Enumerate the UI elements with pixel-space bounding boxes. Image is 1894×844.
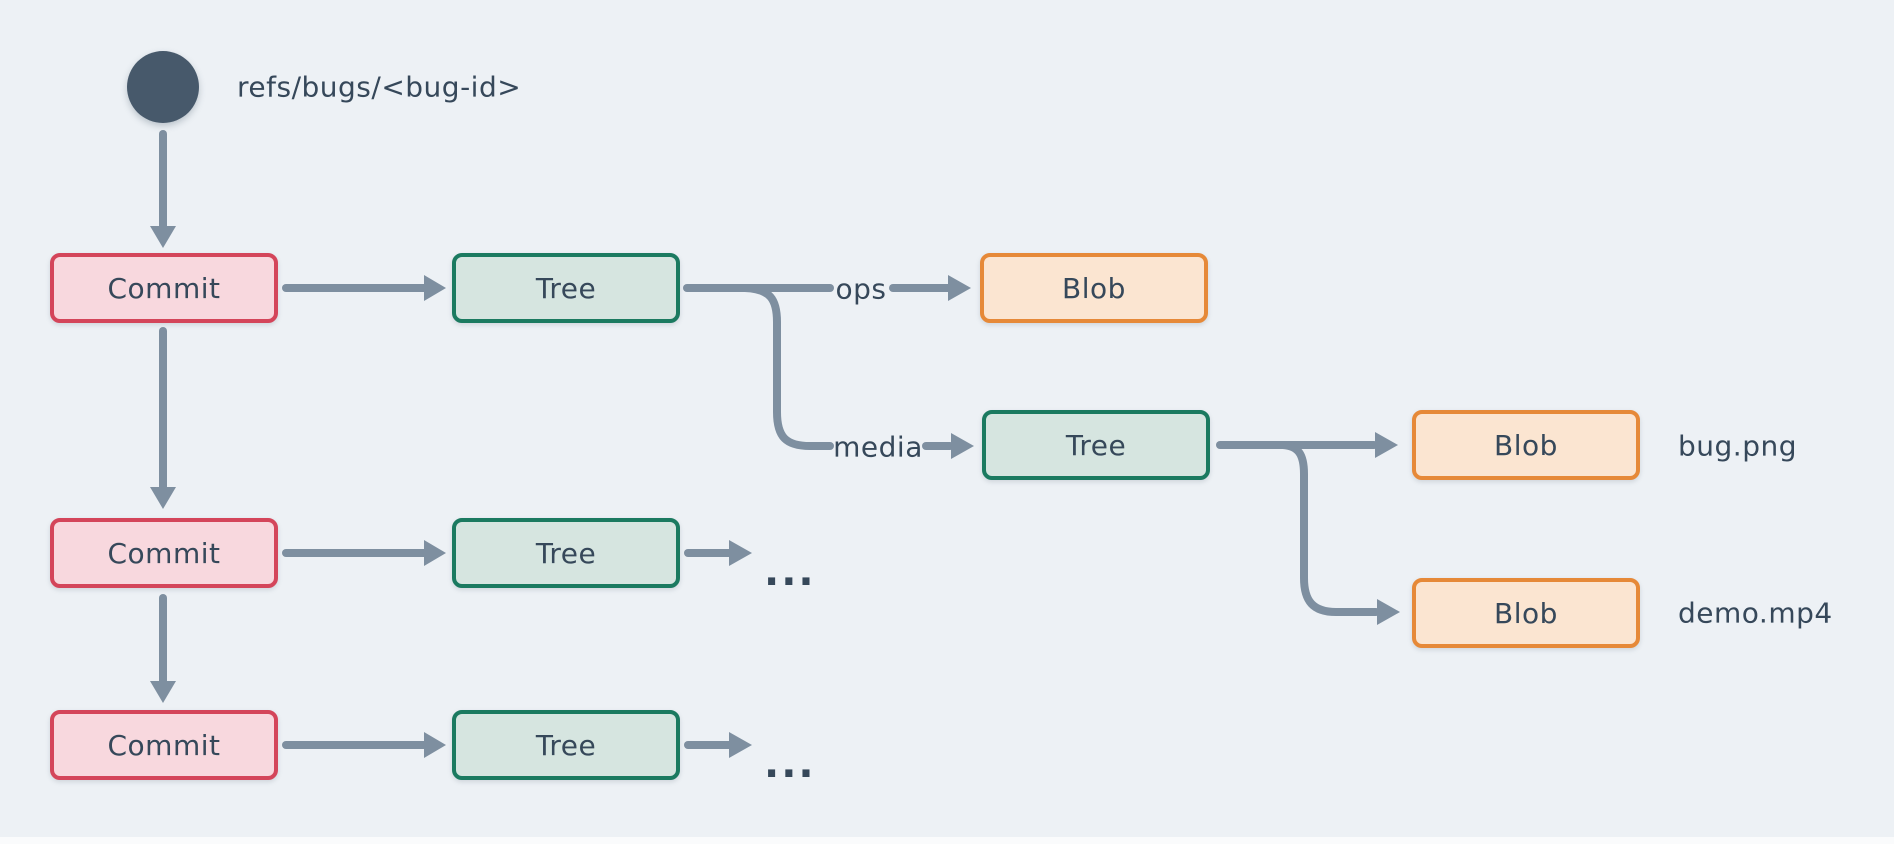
commit-node-1-label: Commit [107, 271, 221, 305]
arrowhead-commit2-commit3 [150, 681, 176, 703]
commit-node-2-label: Commit [107, 536, 221, 570]
edge-label-ops: ops [835, 272, 887, 306]
arrowhead-media-tree2 [951, 433, 974, 459]
edge-tree2-blob-demo [1279, 441, 1380, 616]
arrowhead-commit1-tree1 [424, 275, 446, 301]
blob-node-bug: Blob [1412, 410, 1640, 480]
commit-node-3: Commit [50, 710, 278, 780]
arrowhead-tree2-blob-bug [1375, 432, 1398, 458]
blob-node-demo-label: Blob [1494, 596, 1558, 630]
edge-tree1-media [741, 284, 834, 450]
commit-node-3-label: Commit [107, 728, 221, 762]
commit-node-2: Commit [50, 518, 278, 588]
arrowhead-commit2-tree [424, 540, 446, 566]
blob-node-ops: Blob [980, 253, 1208, 323]
arrowhead-ops-blob [948, 275, 971, 301]
arrowhead-tree2-blob-demo [1377, 599, 1400, 625]
arrowhead-tree-row2-ellipsis [729, 540, 752, 566]
tree-node-row3: Tree [452, 710, 680, 780]
edge-label-media: media [833, 430, 923, 464]
tree-node-row2: Tree [452, 518, 680, 588]
blob-node-ops-label: Blob [1062, 271, 1126, 305]
blob-node-demo: Blob [1412, 578, 1640, 648]
ref-label: refs/bugs/<bug-id> [237, 70, 522, 104]
tree-node-row2-label: Tree [535, 536, 597, 570]
blob-node-bug-label: Blob [1494, 428, 1558, 462]
file-label-demo: demo.mp4 [1678, 596, 1833, 630]
arrowhead-commit1-commit2 [150, 487, 176, 509]
ref-node-circle [127, 51, 199, 123]
arrowhead-commit3-tree [424, 732, 446, 758]
bottom-strip [0, 837, 1894, 844]
tree-node-row3-label: Tree [535, 728, 597, 762]
ellipsis-row2: ... [764, 549, 816, 595]
tree-node-root-label: Tree [535, 271, 597, 305]
arrowhead-ref-commit1 [150, 226, 176, 248]
file-label-bug: bug.png [1678, 429, 1797, 463]
arrowhead-tree-row3-ellipsis [729, 732, 752, 758]
tree-node-root: Tree [452, 253, 680, 323]
commit-node-1: Commit [50, 253, 278, 323]
ellipsis-row3: ... [764, 741, 816, 787]
tree-node-media: Tree [982, 410, 1210, 480]
tree-node-media-label: Tree [1065, 428, 1127, 462]
